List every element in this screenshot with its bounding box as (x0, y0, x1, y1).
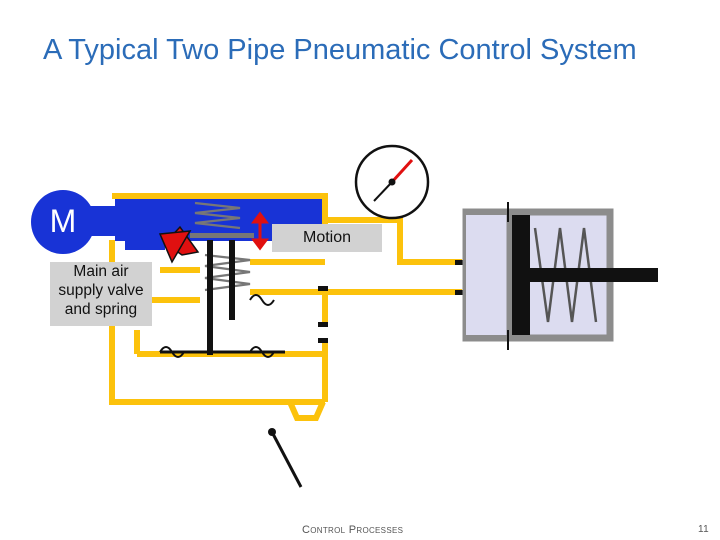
exhaust-lever (268, 428, 303, 488)
diaphragm-icon (159, 294, 275, 358)
motion-label: Motion (272, 224, 382, 252)
actuator-cylinder (462, 202, 658, 350)
footer-section: Control Processes (302, 524, 404, 536)
valve-stem (160, 240, 285, 355)
spring-icon (204, 253, 251, 292)
supply-arrow-icon (158, 225, 200, 264)
spring-icon (194, 201, 241, 230)
valve-cap (190, 233, 254, 238)
port-markers (318, 260, 464, 343)
pressure-gauge-icon (354, 144, 430, 220)
motion-arrow-icon (251, 211, 269, 251)
motor-label: M (49, 203, 77, 239)
main-air-supply-label: Main air supply valve and spring (50, 262, 152, 326)
slide-title: A Typical Two Pipe Pneumatic Control Sys… (43, 34, 637, 66)
page-number: 11 (698, 524, 709, 535)
motor-icon (31, 190, 123, 254)
